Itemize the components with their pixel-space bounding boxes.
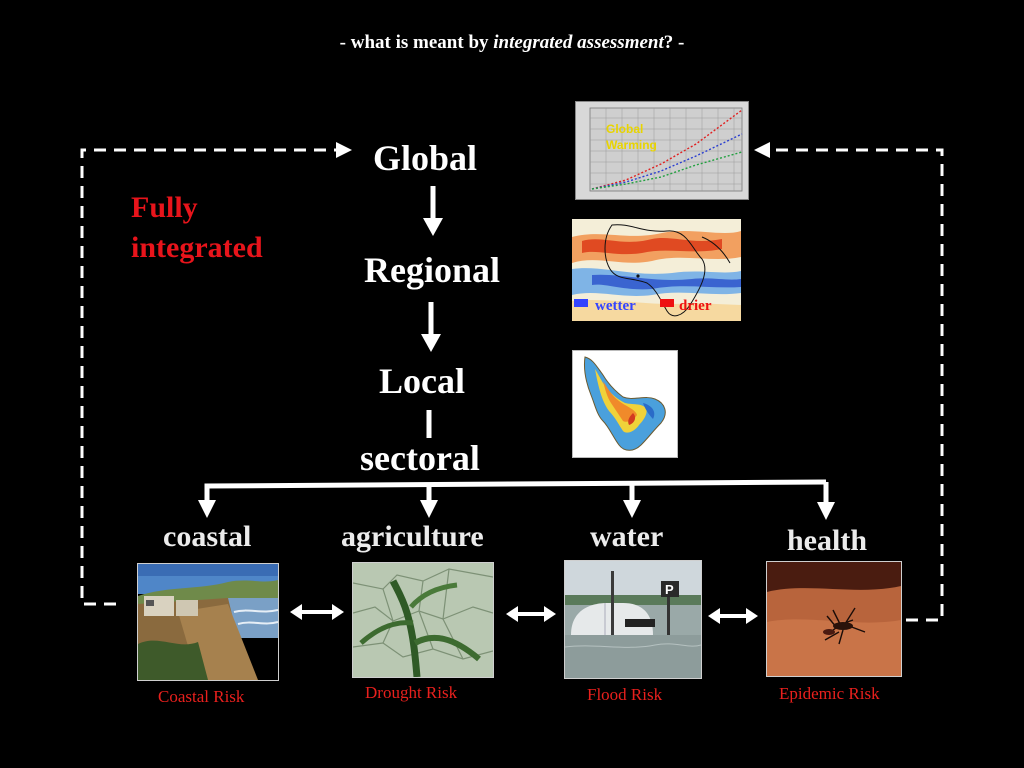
- sector-agriculture: agriculture: [341, 520, 484, 553]
- chart-label-warming: Warming: [606, 138, 657, 152]
- title-suffix: ? -: [663, 32, 685, 53]
- sector-coastal: coastal: [163, 520, 252, 553]
- regional-precipitation-map: wetter drier: [572, 219, 741, 321]
- sector-water: water: [590, 520, 664, 553]
- global-warming-chart-graphic: Global Warming: [589, 107, 743, 192]
- svg-text:P: P: [665, 582, 674, 597]
- global-warming-chart: Global Warming: [575, 101, 749, 200]
- level-local: Local: [379, 361, 465, 401]
- arrow-global-to-regional: [423, 186, 443, 236]
- local-map: [572, 350, 678, 458]
- caption-drought-risk: Drought Risk: [365, 683, 458, 702]
- local-map-graphic: [584, 356, 666, 451]
- level-global: Global: [373, 138, 478, 178]
- coastal-photo: [137, 563, 279, 681]
- arrow-regional-to-local: [421, 302, 441, 352]
- caption-coastal-risk: Coastal Risk: [158, 687, 245, 706]
- agriculture-photo: [352, 562, 494, 678]
- slide-title: - what is meant by integrated assessment…: [0, 32, 1024, 54]
- sector-health: health: [787, 524, 868, 557]
- title-emphasis: integrated assessment: [493, 32, 664, 53]
- caption-flood-risk: Flood Risk: [587, 685, 663, 704]
- sector-distribution-bar: [198, 479, 835, 520]
- chart-label-global: Global: [606, 122, 643, 136]
- level-sectoral: sectoral: [360, 438, 480, 478]
- legend-wetter: wetter: [595, 298, 636, 314]
- health-photo-graphic: [767, 562, 901, 676]
- water-photo: P: [564, 560, 702, 679]
- fully-integrated-label: Fully integrated: [131, 188, 263, 268]
- health-photo: [766, 561, 902, 677]
- title-prefix: - what is meant by: [339, 32, 494, 53]
- double-arrow-water-health: [708, 608, 758, 624]
- regional-map-graphic: wetter drier: [572, 219, 741, 321]
- coastal-photo-graphic: [138, 564, 278, 680]
- level-regional: Regional: [364, 250, 501, 290]
- agriculture-photo-graphic: [353, 563, 493, 677]
- feedback-loop-right: [754, 142, 944, 622]
- water-photo-graphic: P: [565, 561, 701, 678]
- legend-drier: drier: [679, 298, 712, 314]
- double-arrow-coastal-agriculture: [290, 604, 344, 620]
- double-arrow-agriculture-water: [506, 606, 556, 622]
- fully-integrated-line1: Fully: [131, 191, 198, 224]
- caption-epidemic-risk: Epidemic Risk: [779, 684, 880, 703]
- feedback-loop-left: [80, 142, 352, 606]
- fully-integrated-line2: integrated: [131, 231, 263, 264]
